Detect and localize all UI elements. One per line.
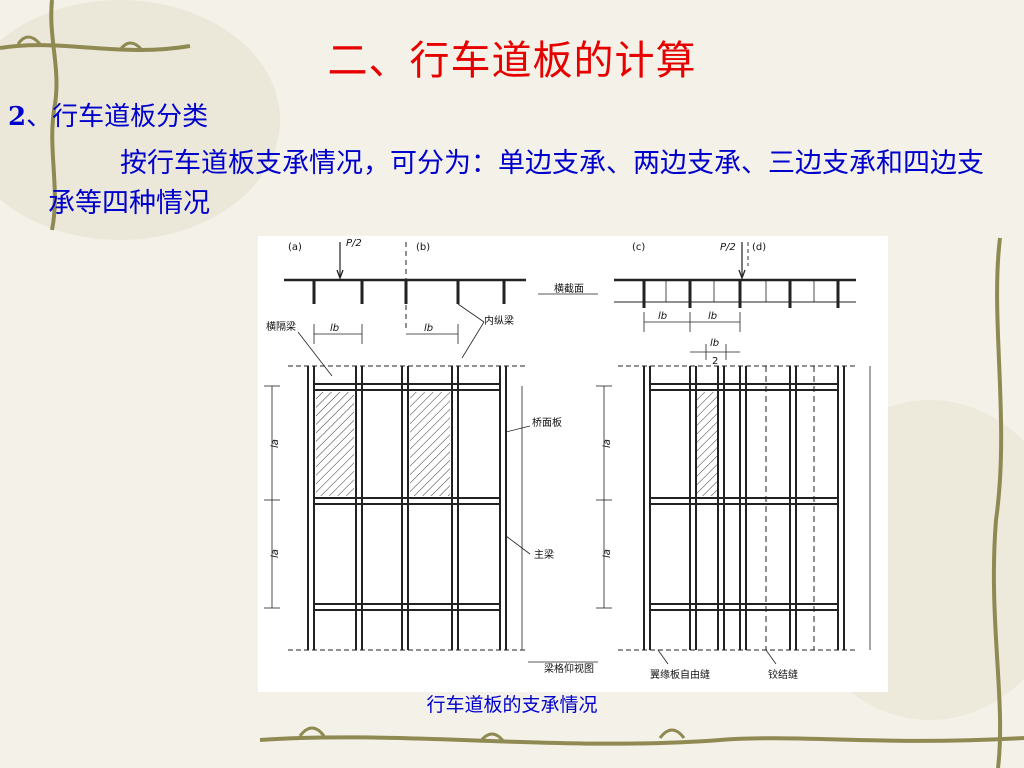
la-dim-right-upper: la <box>602 439 613 448</box>
load-label-right: P/2 <box>720 242 736 253</box>
body-paragraph: 按行车道板支承情况，可分为：单边支承、两边支承、三边支承和四边支承等四种情况 <box>48 148 984 219</box>
la-dim-right-lower: la <box>602 549 613 558</box>
label-a: (a) <box>288 242 302 253</box>
flange-free-joint-label: 翼缘板自由缝 <box>650 668 710 681</box>
main-girder-label: 主梁 <box>534 548 554 561</box>
hinge-joint-label: 铰结缝 <box>768 668 798 681</box>
lb-dim-d: lb <box>708 311 717 322</box>
diaphragm-label: 横隔梁 <box>266 320 296 333</box>
lb-half-numerator: lb <box>710 338 719 349</box>
lb-half-denominator: 2 <box>712 356 718 367</box>
slide-title: 二、行车道板的计算 <box>327 38 697 84</box>
label-b: (b) <box>416 242 430 253</box>
label-d: (d) <box>752 242 766 253</box>
la-dim-left-upper: la <box>270 439 281 448</box>
figure-caption: 行车道板的支承情况 <box>426 694 598 716</box>
grid-bottom-view-label: 梁格仰视图 <box>544 662 594 675</box>
support-diagram: (a) P/2 (b) (c) P/2 (d) 横截面 横隔梁 内纵梁 lb l… <box>258 236 888 692</box>
deck-slab-label: 桥面板 <box>532 416 562 429</box>
inner-stringer-label: 内纵梁 <box>484 314 514 327</box>
label-c: (c) <box>632 242 645 253</box>
lb-dim-middle: lb <box>424 323 433 334</box>
subheading-number: 2 <box>8 102 27 132</box>
lb-dim-left: lb <box>330 323 339 334</box>
subheading: 2、行车道板分类 <box>8 96 208 133</box>
cross-section-label: 横截面 <box>554 282 584 295</box>
load-label-left: P/2 <box>346 238 362 249</box>
subheading-text: 、行车道板分类 <box>26 102 209 132</box>
lb-dim-c: lb <box>658 311 667 322</box>
la-dim-left-lower: la <box>270 549 281 558</box>
